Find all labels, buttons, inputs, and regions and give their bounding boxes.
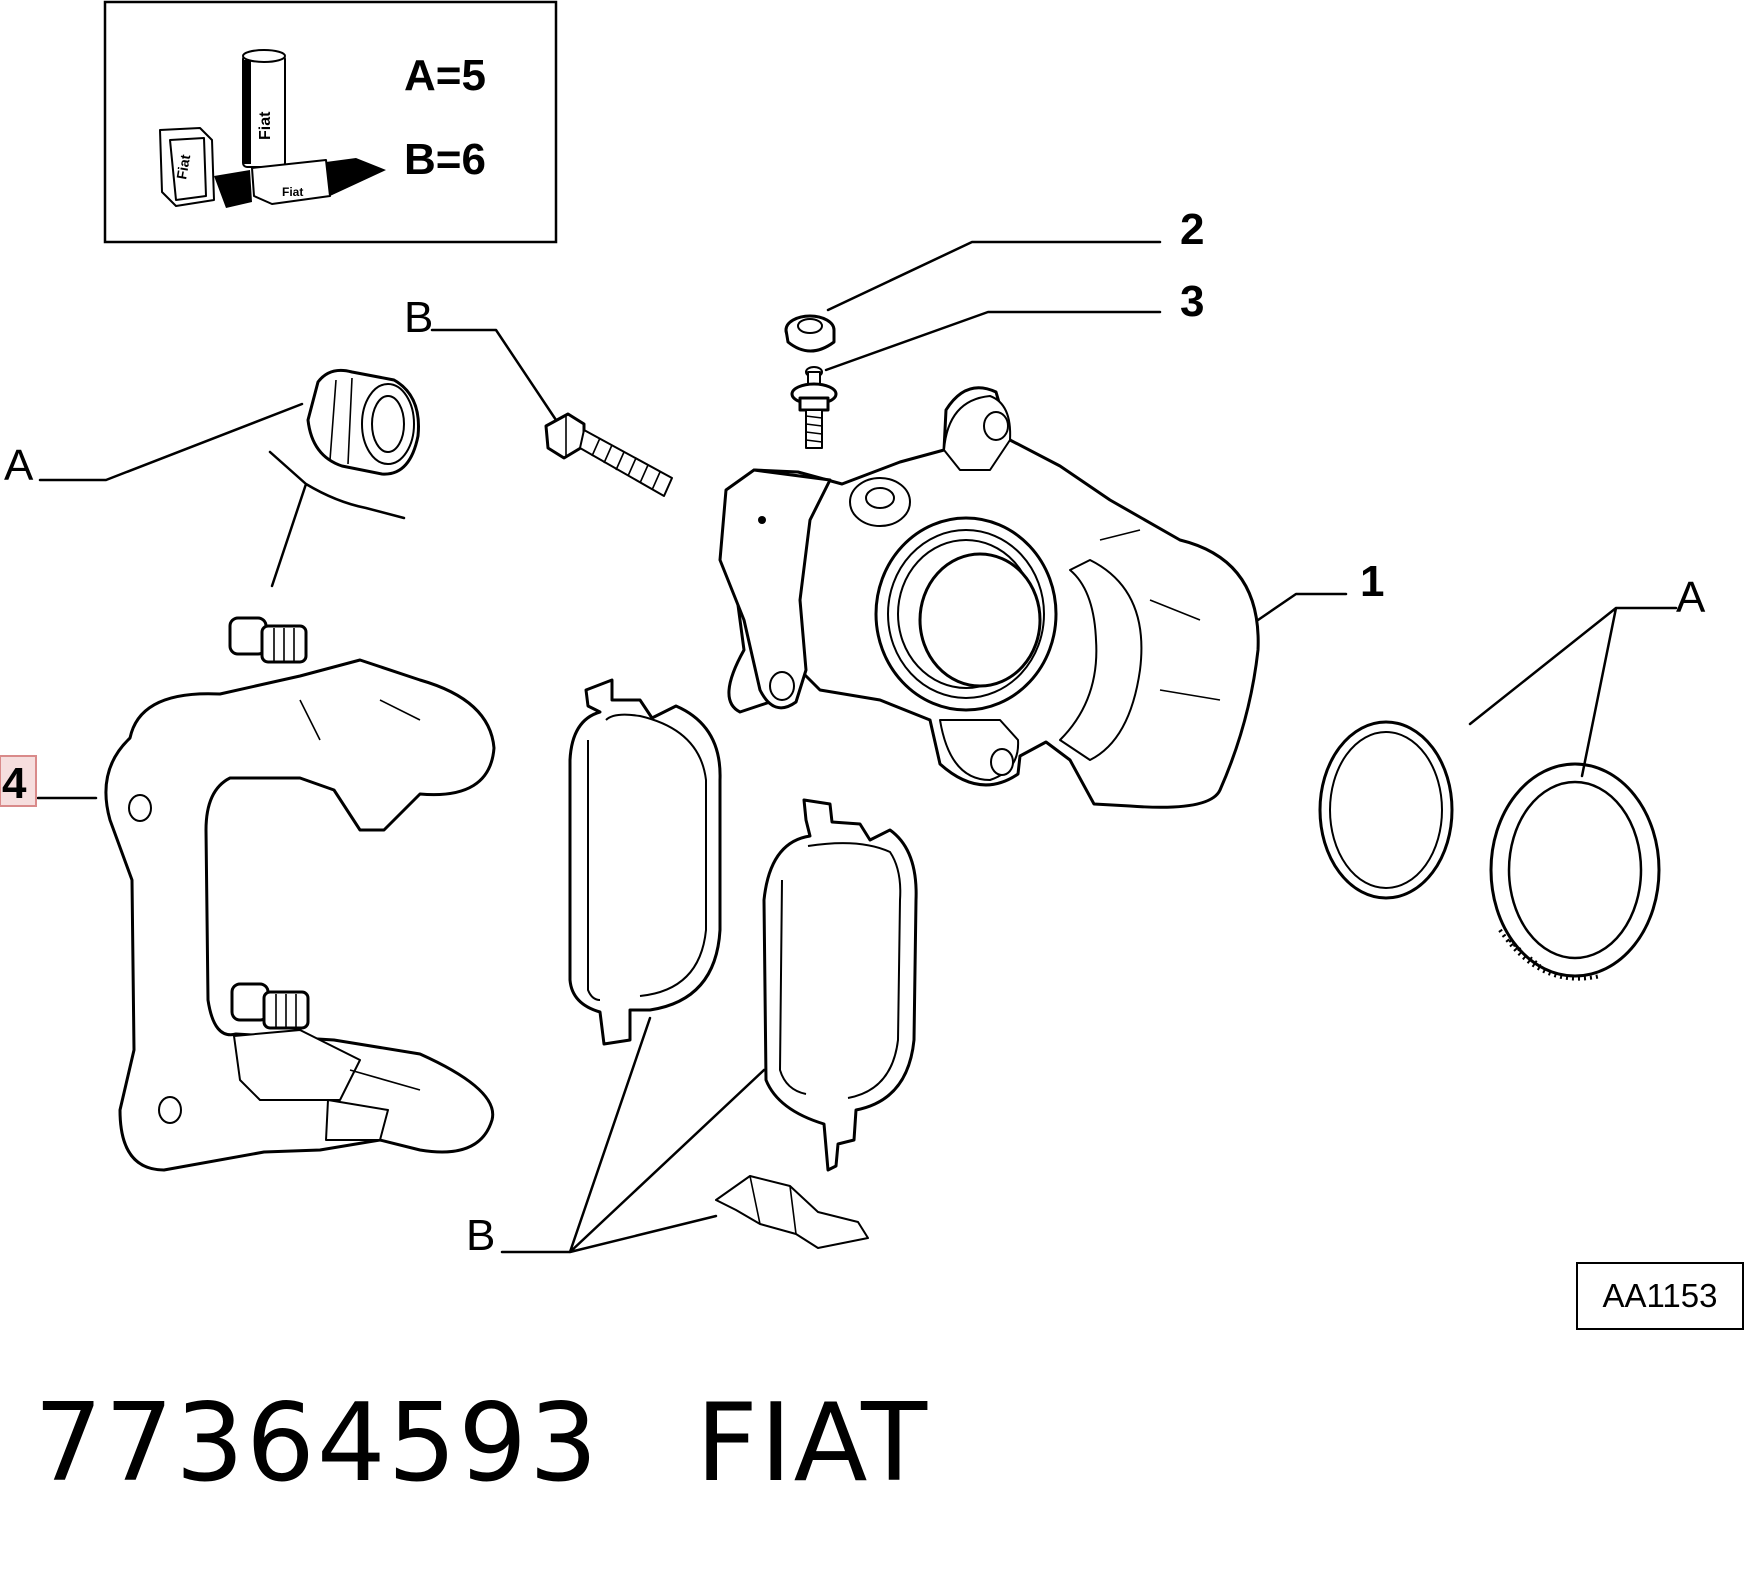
dust-boot-seal <box>1489 762 1661 981</box>
legend-a-quantity: A=5 <box>404 51 486 100</box>
callout-a-left: A <box>4 441 34 490</box>
lubricant-legend-box: Fiat Fiat Fiat A=5 B=6 <box>103 0 558 244</box>
callout-a-right: A <box>1676 573 1706 622</box>
lubricant-tube-icon: Fiat Fiat Fiat <box>159 49 386 208</box>
callout-labels: 2 3 1 A A B B 4 <box>0 205 1706 1260</box>
svg-text:Fiat: Fiat <box>173 153 193 181</box>
leader-lines <box>36 240 1678 1254</box>
caliper-carrier-part-4 <box>104 616 496 1172</box>
part-number: 77364593 <box>34 1381 600 1506</box>
callout-1: 1 <box>1360 557 1384 606</box>
tube-label: Fiat <box>257 111 274 140</box>
callout-3: 3 <box>1180 277 1204 326</box>
guide-bolt <box>544 412 673 497</box>
callout-b-top: B <box>404 293 433 342</box>
svg-text:Fiat: Fiat <box>282 185 303 199</box>
brake-pad-inner <box>568 678 722 1046</box>
legend-b-quantity: B=6 <box>404 135 486 184</box>
guide-pin-boot <box>306 368 420 476</box>
callout-2: 2 <box>1180 205 1204 254</box>
diagram-reference-code: AA1153 <box>1576 1262 1744 1330</box>
piston-seal <box>1318 720 1454 900</box>
anti-rattle-clip <box>715 1175 869 1249</box>
brand-name: FIAT <box>695 1381 930 1506</box>
bleed-screw-part-3 <box>790 366 838 449</box>
caliper-housing-part-1 <box>718 386 1260 809</box>
callout-b-bottom: B <box>466 1211 495 1260</box>
brake-pad-outer <box>762 798 918 1172</box>
callout-4: 4 <box>2 759 27 808</box>
callout-4-highlight[interactable]: 4 <box>0 755 37 808</box>
dust-cap-part-2 <box>784 314 836 353</box>
